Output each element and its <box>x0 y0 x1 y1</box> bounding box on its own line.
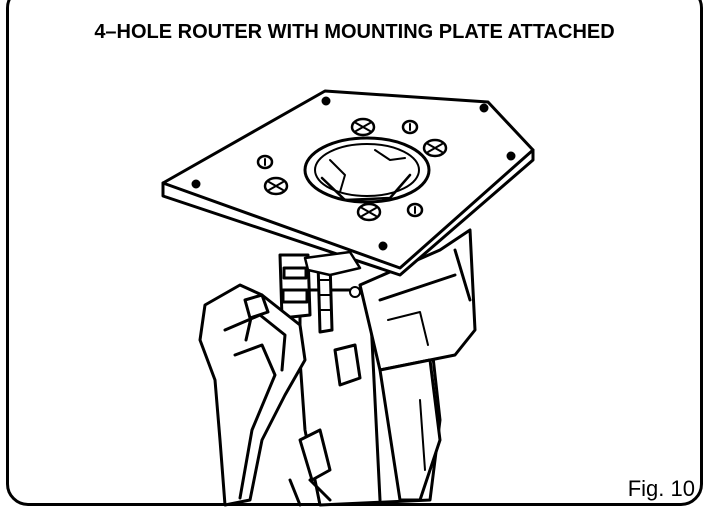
figure-title: 4–HOLE ROUTER WITH MOUNTING PLATE ATTACH… <box>94 21 615 43</box>
router-body-icon <box>198 228 477 507</box>
router-mounting-plate-icon <box>161 89 535 277</box>
figure-label: Fig. 10 <box>627 476 695 501</box>
